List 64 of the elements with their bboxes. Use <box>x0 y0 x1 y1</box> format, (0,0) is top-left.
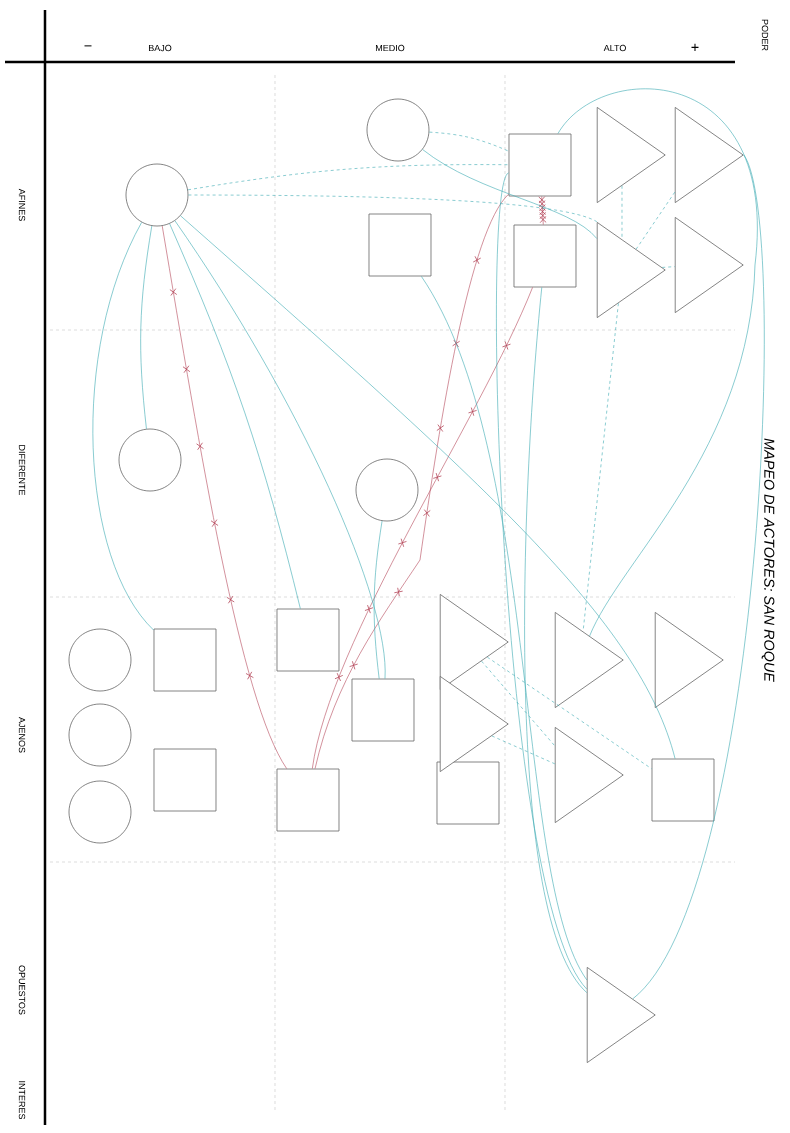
axis-title: PODER <box>761 19 769 51</box>
weak-link-line <box>621 185 623 240</box>
link-line <box>92 222 154 631</box>
weak-link-line <box>481 660 556 747</box>
link-line <box>496 172 588 990</box>
axis-sign: + <box>691 43 699 51</box>
weak-link-line <box>187 164 509 191</box>
weak-link-line <box>188 194 598 222</box>
link-line <box>421 276 588 981</box>
actor-triangle <box>596 222 666 318</box>
weak-link-line <box>661 266 676 268</box>
actor-triangle <box>586 967 656 1063</box>
actor-triangle <box>596 107 666 203</box>
axis-sign: − <box>84 45 92 47</box>
link-line <box>422 149 598 239</box>
weak-link-line <box>487 656 652 770</box>
conflict-line <box>314 193 509 769</box>
weak-link-line <box>635 191 676 250</box>
title: MAPEO DE ACTORES: SAN ROQUE <box>761 438 775 683</box>
axis-label: AJENOS <box>18 717 26 753</box>
link-line <box>140 225 153 430</box>
axis-label: AFINES <box>18 188 26 221</box>
axis-label: OPUESTOS <box>18 965 26 1015</box>
link-line <box>524 287 588 993</box>
actor-circle <box>355 458 419 522</box>
actor-circle <box>68 703 132 767</box>
actor-circle <box>68 780 132 844</box>
actor-circle <box>68 628 132 692</box>
actor-triangle <box>554 612 624 708</box>
actor-triangle <box>439 676 509 772</box>
weak-link-line <box>582 302 619 632</box>
actor-square <box>513 224 577 288</box>
link-line <box>632 154 765 1000</box>
actor-square <box>436 761 500 825</box>
axis-label: BAJO <box>149 44 172 52</box>
conflict-line <box>161 225 287 769</box>
actor-circle <box>118 428 182 492</box>
actor-triangle <box>674 217 744 314</box>
conflict-line <box>312 287 533 769</box>
actor-circle <box>125 163 189 227</box>
actor-square <box>351 678 415 742</box>
actor-square <box>276 608 340 672</box>
link-line <box>557 89 758 637</box>
link-line <box>174 220 386 679</box>
actor-square <box>153 628 217 692</box>
axis-label: ALTO <box>603 44 626 52</box>
axis-label: DIFERENTE <box>18 445 26 496</box>
weak-link-line <box>429 131 509 152</box>
actor-square <box>508 133 572 197</box>
actor-triangle <box>554 727 624 823</box>
axis-label: MEDIO <box>376 44 405 52</box>
weak-link-line <box>491 735 556 765</box>
actor-circle <box>366 98 430 162</box>
actor-triangle <box>654 612 724 708</box>
link-line <box>373 520 383 679</box>
axis-title: INTERES <box>18 1081 26 1120</box>
actor-square <box>153 748 217 812</box>
actor-square <box>368 213 432 277</box>
actor-square <box>651 758 715 822</box>
link-line <box>169 223 301 609</box>
actor-triangle <box>674 107 744 203</box>
link-line <box>180 215 676 759</box>
actor-square <box>276 768 340 832</box>
conflict-line <box>538 196 547 225</box>
